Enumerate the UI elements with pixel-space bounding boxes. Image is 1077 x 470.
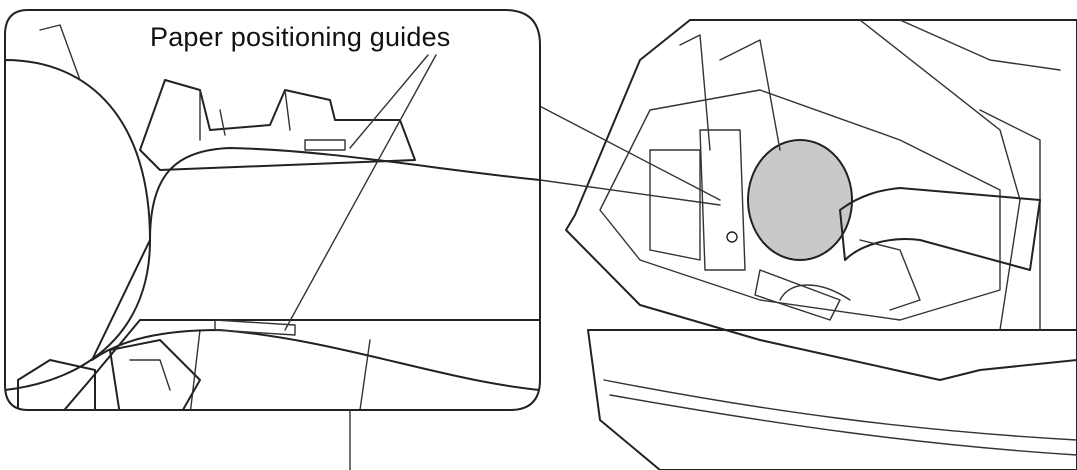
leader-rear-guide xyxy=(349,54,429,149)
cabinet-base xyxy=(587,329,1077,470)
paper-roll xyxy=(747,139,853,261)
machine-body xyxy=(565,19,1077,381)
leader-front-guide xyxy=(284,54,437,331)
magnified-view xyxy=(5,10,540,410)
callout-label: Paper positioning guides xyxy=(150,22,451,52)
front-guide xyxy=(214,319,296,336)
callout-lead-bottom xyxy=(539,179,721,206)
paper-sheet xyxy=(91,147,540,391)
callout-frame xyxy=(4,9,541,411)
machine-overview xyxy=(565,19,1077,470)
callout-lead-top xyxy=(527,99,721,201)
paper-strip xyxy=(839,187,1041,271)
